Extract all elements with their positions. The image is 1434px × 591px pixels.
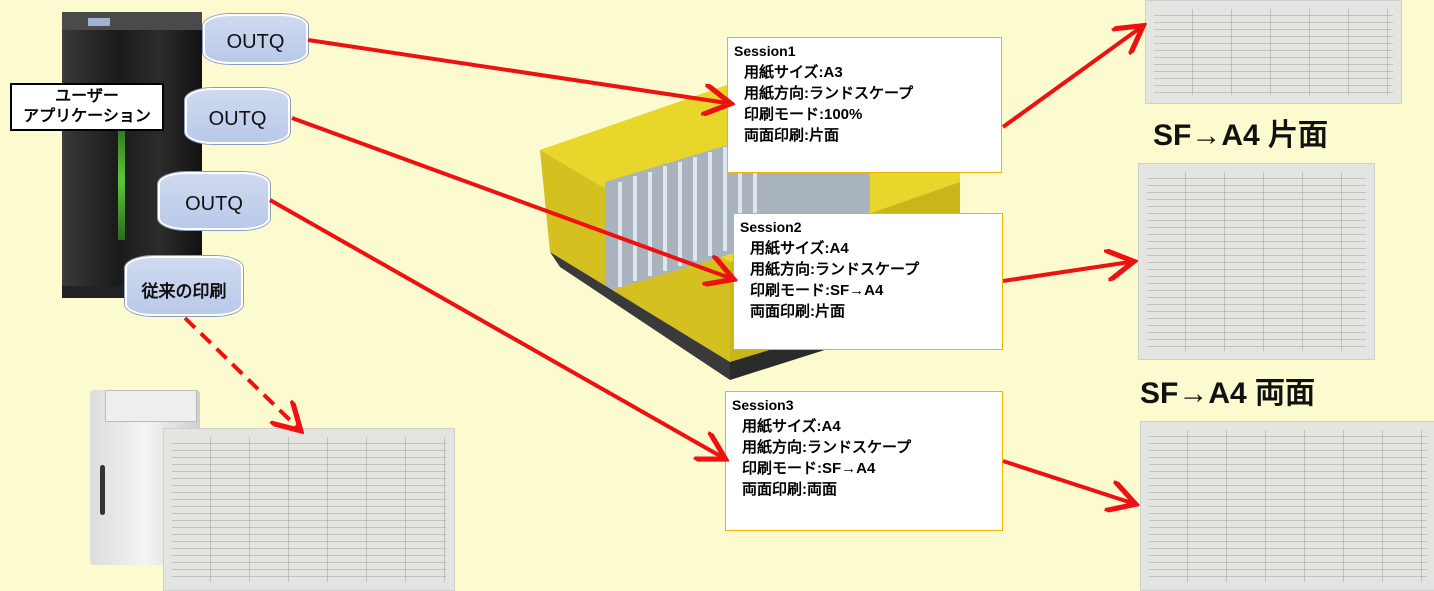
outq-cylinder-2: OUTQ (185, 88, 290, 144)
outq-cylinder-1: OUTQ (203, 14, 308, 64)
session-3-paper-size: 用紙サイズ:A4 (742, 418, 841, 435)
legacy-printer-slot (100, 465, 105, 515)
output-photo-3 (1140, 421, 1434, 591)
legacy-print-label: 従来の印刷 (141, 281, 227, 301)
session-title-3: Session3 (732, 397, 794, 413)
server-logo (88, 18, 110, 26)
arrow-outq1-to-session1 (307, 38, 727, 103)
session-1-orientation: 用紙方向:ランドスケープ (744, 85, 914, 102)
arrow-outq3-to-session3 (269, 198, 722, 457)
session-2-orientation: 用紙方向:ランドスケープ (750, 261, 920, 278)
arrow-session1-to-output1 (1001, 28, 1140, 129)
legacy-printer-top (105, 390, 197, 422)
legacy-printout-photo (163, 428, 455, 591)
outq-cylinder-3: OUTQ (158, 172, 270, 230)
session-3-duplex: 両面印刷:両面 (742, 481, 837, 498)
session-1-paper-size: 用紙サイズ:A3 (744, 64, 843, 81)
outq-label-1: OUTQ (226, 30, 285, 53)
session-2-duplex: 両面印刷:片面 (750, 303, 845, 320)
outq-label-2: OUTQ (208, 107, 267, 130)
user-application-line1: ユーザー (55, 88, 119, 105)
user-application-label: ユーザー アプリケーション (10, 83, 164, 131)
server-status-stripe (118, 120, 125, 240)
session-1-print-mode: 印刷モード:100% (744, 106, 863, 123)
session-2-print-mode: 印刷モード:SF→A4 (750, 282, 884, 299)
output-photo-2 (1138, 163, 1375, 360)
caption-single-sided: SF→A4 片面 (1153, 119, 1329, 152)
session-box-3: Session3 用紙サイズ:A4 用紙方向:ランドスケープ 印刷モード:SF→… (725, 391, 1003, 531)
session-3-orientation: 用紙方向:ランドスケープ (742, 439, 912, 456)
arrow-session3-to-output3 (1002, 459, 1132, 503)
caption-double-sided: SF→A4 両面 (1140, 377, 1316, 410)
session-2-paper-size: 用紙サイズ:A4 (750, 240, 849, 257)
outq-label-3: OUTQ (185, 192, 243, 215)
session-box-2: Session2 用紙サイズ:A4 用紙方向:ランドスケープ 印刷モード:SF→… (733, 213, 1003, 350)
session-title-1: Session1 (734, 43, 796, 59)
output-photo-1 (1145, 0, 1402, 104)
arrow-session2-to-output2 (1002, 262, 1130, 283)
user-application-line2: アプリケーション (23, 108, 151, 125)
session-1-duplex: 両面印刷:片面 (744, 127, 839, 144)
session-3-print-mode: 印刷モード:SF→A4 (742, 460, 876, 477)
server-image (62, 12, 202, 294)
legacy-print-cylinder: 従来の印刷 (125, 256, 243, 316)
arrow-outq2-to-session2 (291, 116, 730, 278)
session-box-1: Session1 用紙サイズ:A3 用紙方向:ランドスケープ 印刷モード:100… (727, 37, 1002, 173)
arrow-legacy-to-printer (183, 316, 298, 428)
session-title-2: Session2 (740, 219, 802, 235)
